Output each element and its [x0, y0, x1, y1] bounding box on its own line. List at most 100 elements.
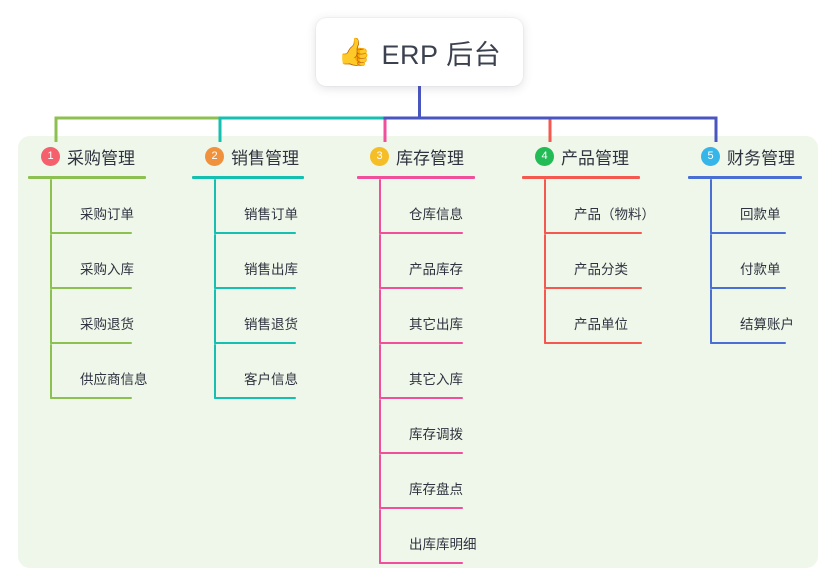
item-spine [50, 234, 52, 289]
column-items-2: 销售订单销售出库销售退货客户信息 [192, 179, 332, 399]
thumbs-up-icon: 👍 [337, 36, 372, 67]
list-item[interactable]: 销售出库 [214, 234, 332, 289]
column-header-1[interactable]: 1 采购管理 [28, 144, 176, 168]
item-spine [379, 234, 381, 289]
item-spine [214, 289, 216, 344]
item-label: 其它出库 [409, 317, 463, 332]
item-spine [710, 289, 712, 344]
item-label: 供应商信息 [80, 372, 148, 387]
column-3: 3 库存管理仓库信息产品库存其它出库其它入库库存调拨库存盘点出库库明细 [357, 144, 505, 564]
item-underline [50, 342, 132, 344]
list-item[interactable]: 供应商信息 [50, 344, 176, 399]
list-item[interactable]: 库存调拨 [379, 399, 505, 454]
item-label: 付款单 [740, 262, 781, 277]
column-title-4: 产品管理 [561, 148, 629, 168]
column-badge-4: 4 [535, 146, 554, 166]
column-2: 2 销售管理销售订单销售出库销售退货客户信息 [192, 144, 332, 399]
list-item[interactable]: 结算账户 [710, 289, 828, 344]
item-label: 销售出库 [244, 262, 298, 277]
list-item[interactable]: 出库库明细 [379, 509, 505, 564]
item-spine [710, 234, 712, 289]
list-item[interactable]: 销售订单 [214, 179, 332, 234]
item-underline [710, 232, 786, 234]
item-label: 产品单位 [574, 317, 628, 332]
item-label: 库存调拨 [409, 427, 463, 442]
column-badge-5: 5 [701, 146, 720, 166]
column-header-5[interactable]: 5 财务管理 [688, 144, 828, 168]
item-underline [50, 232, 132, 234]
item-label: 库存盘点 [409, 482, 463, 497]
item-spine [50, 289, 52, 344]
item-underline [50, 287, 132, 289]
item-label: 出库库明细 [409, 537, 477, 552]
column-header-2[interactable]: 2 销售管理 [192, 144, 332, 168]
item-underline [214, 287, 296, 289]
list-item[interactable]: 客户信息 [214, 344, 332, 399]
item-underline [710, 287, 786, 289]
item-underline [379, 287, 463, 289]
column-header-4[interactable]: 4 产品管理 [522, 144, 667, 168]
item-spine [379, 344, 381, 399]
list-item[interactable]: 产品分类 [544, 234, 667, 289]
column-badge-1: 1 [41, 146, 60, 166]
column-title-3: 库存管理 [396, 148, 464, 168]
item-spine [544, 234, 546, 289]
item-label: 产品（物料） [574, 207, 655, 222]
item-spine [544, 289, 546, 344]
column-header-3[interactable]: 3 库存管理 [357, 144, 505, 168]
list-item[interactable]: 采购入库 [50, 234, 176, 289]
item-spine [379, 399, 381, 454]
item-label: 回款单 [740, 207, 781, 222]
root-node-content: 👍 ERP 后台 [338, 33, 501, 72]
list-item[interactable]: 其它出库 [379, 289, 505, 344]
item-spine [50, 344, 52, 399]
item-spine [710, 179, 712, 234]
column-1: 1 采购管理采购订单采购入库采购退货供应商信息 [28, 144, 176, 399]
item-underline [379, 232, 463, 234]
column-items-1: 采购订单采购入库采购退货供应商信息 [28, 179, 176, 399]
list-item[interactable]: 库存盘点 [379, 454, 505, 509]
column-4: 4 产品管理产品（物料） 产品分类产品单位 [522, 144, 667, 344]
column-badge-2: 2 [205, 146, 224, 166]
item-underline [379, 507, 463, 509]
list-item[interactable]: 回款单 [710, 179, 828, 234]
item-label: 其它入库 [409, 372, 463, 387]
item-label: 销售订单 [244, 207, 298, 222]
list-item[interactable]: 产品库存 [379, 234, 505, 289]
item-label: 产品库存 [409, 262, 463, 277]
item-underline [544, 287, 642, 289]
item-spine [379, 454, 381, 509]
item-label: 结算账户 [740, 317, 794, 332]
column-items-3: 仓库信息产品库存其它出库其它入库库存调拨库存盘点出库库明细 [357, 179, 505, 564]
list-item[interactable]: 仓库信息 [379, 179, 505, 234]
column-title-1: 采购管理 [67, 148, 135, 168]
item-underline [544, 232, 642, 234]
column-items-4: 产品（物料） 产品分类产品单位 [522, 179, 667, 344]
column-badge-3: 3 [370, 146, 389, 166]
list-item[interactable]: 付款单 [710, 234, 828, 289]
item-label: 仓库信息 [409, 207, 463, 222]
list-item[interactable]: 产品（物料） [544, 179, 667, 234]
item-spine [379, 509, 381, 564]
list-item[interactable]: 其它入库 [379, 344, 505, 399]
item-spine [379, 179, 381, 234]
list-item[interactable]: 采购订单 [50, 179, 176, 234]
item-spine [50, 179, 52, 234]
column-rule-1 [28, 176, 146, 179]
column-title-5: 财务管理 [727, 148, 795, 168]
item-spine [214, 179, 216, 234]
column-title-2: 销售管理 [231, 148, 299, 168]
item-underline [214, 397, 296, 399]
item-label: 采购订单 [80, 207, 134, 222]
item-spine [544, 179, 546, 234]
column-rule-4 [522, 176, 640, 179]
item-label: 产品分类 [574, 262, 628, 277]
item-underline [50, 397, 132, 399]
column-rule-3 [357, 176, 475, 179]
list-item[interactable]: 采购退货 [50, 289, 176, 344]
root-node-card[interactable]: 👍 ERP 后台 [316, 18, 523, 86]
item-underline [379, 562, 463, 564]
list-item[interactable]: 销售退货 [214, 289, 332, 344]
list-item[interactable]: 产品单位 [544, 289, 667, 344]
